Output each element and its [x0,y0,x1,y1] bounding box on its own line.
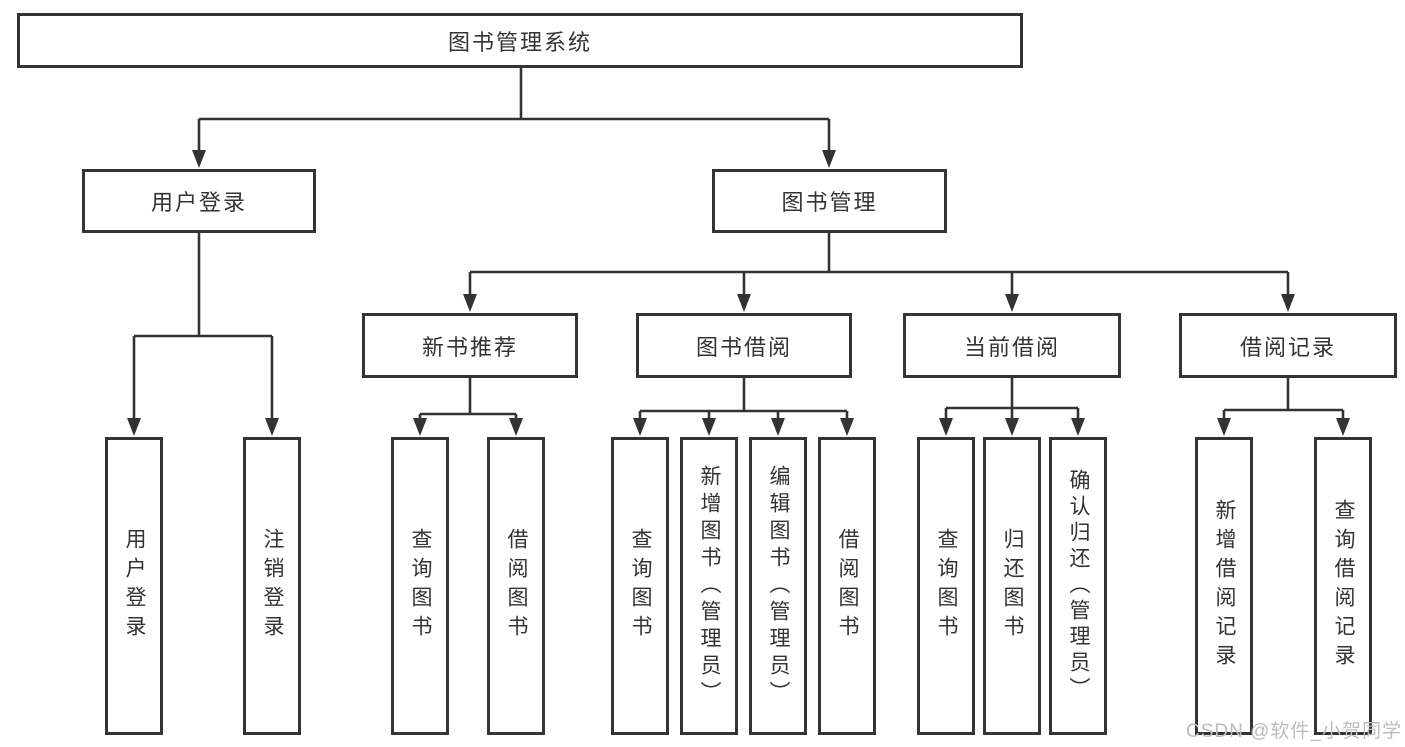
node-user-login-label: 用户登录 [150,190,247,215]
leaf-current-return-books: 归还图书 [983,437,1041,735]
leaf-user-login: 用户登录 [105,437,163,735]
node-current-borrowing: 当前借阅 [903,313,1121,378]
leaf-records-query-borrow-record: 查询借阅记录 [1314,437,1372,735]
leaf-current-query-books-label: 查询图书 [935,528,958,644]
leaf-borrowing-borrow-books-label: 借阅图书 [836,528,859,644]
leaf-borrowing-borrow-books: 借阅图书 [818,437,876,735]
leaf-borrowing-add-books-admin: 新增图书（管理员） [680,437,738,735]
leaf-records-add-borrow-record-label: 新增借阅记录 [1213,499,1236,673]
node-book-borrowing-label: 图书借阅 [695,334,792,360]
leaf-user-login-label: 用户登录 [123,528,146,644]
leaf-borrowing-edit-books-admin: 编辑图书（管理员） [749,437,807,735]
leaf-borrowing-query-books: 查询图书 [611,437,669,735]
node-borrowing-records: 借阅记录 [1179,313,1397,378]
node-book-management-label: 图书管理 [781,190,878,215]
leaf-current-confirm-return-admin: 确认归还（管理员） [1049,437,1107,735]
leaf-newbook-borrow-books: 借阅图书 [487,437,545,735]
leaf-newbook-query-books-label: 查询图书 [409,528,432,644]
leaf-records-query-borrow-record-label: 查询借阅记录 [1332,499,1355,673]
node-book-borrowing: 图书借阅 [636,313,852,378]
leaf-records-add-borrow-record: 新增借阅记录 [1195,437,1253,735]
leaf-current-confirm-return-admin-label: 确认归还（管理员） [1067,469,1090,703]
node-new-book-recommendation-label: 新书推荐 [421,334,518,360]
csdn-watermark: CSDN @软件_小贺同学 [1186,721,1402,742]
leaf-newbook-query-books: 查询图书 [391,437,449,735]
node-borrowing-records-label: 借阅记录 [1239,334,1336,360]
leaf-newbook-borrow-books-label: 借阅图书 [505,528,528,644]
leaf-logout-label: 注销登录 [261,528,284,644]
node-current-borrowing-label: 当前借阅 [963,334,1060,360]
leaf-current-return-books-label: 归还图书 [1001,528,1024,644]
node-new-book-recommendation: 新书推荐 [362,313,578,378]
node-user-login: 用户登录 [82,169,316,233]
leaf-borrowing-query-books-label: 查询图书 [629,528,652,644]
leaf-borrowing-add-books-admin-label: 新增图书（管理员） [698,464,721,708]
leaf-logout: 注销登录 [243,437,301,735]
leaf-current-query-books: 查询图书 [917,437,975,735]
leaf-borrowing-edit-books-admin-label: 编辑图书（管理员） [767,464,790,708]
node-library-management-system: 图书管理系统 [17,13,1023,68]
node-book-management: 图书管理 [712,169,947,233]
node-library-management-system-label: 图书管理系统 [447,29,592,55]
